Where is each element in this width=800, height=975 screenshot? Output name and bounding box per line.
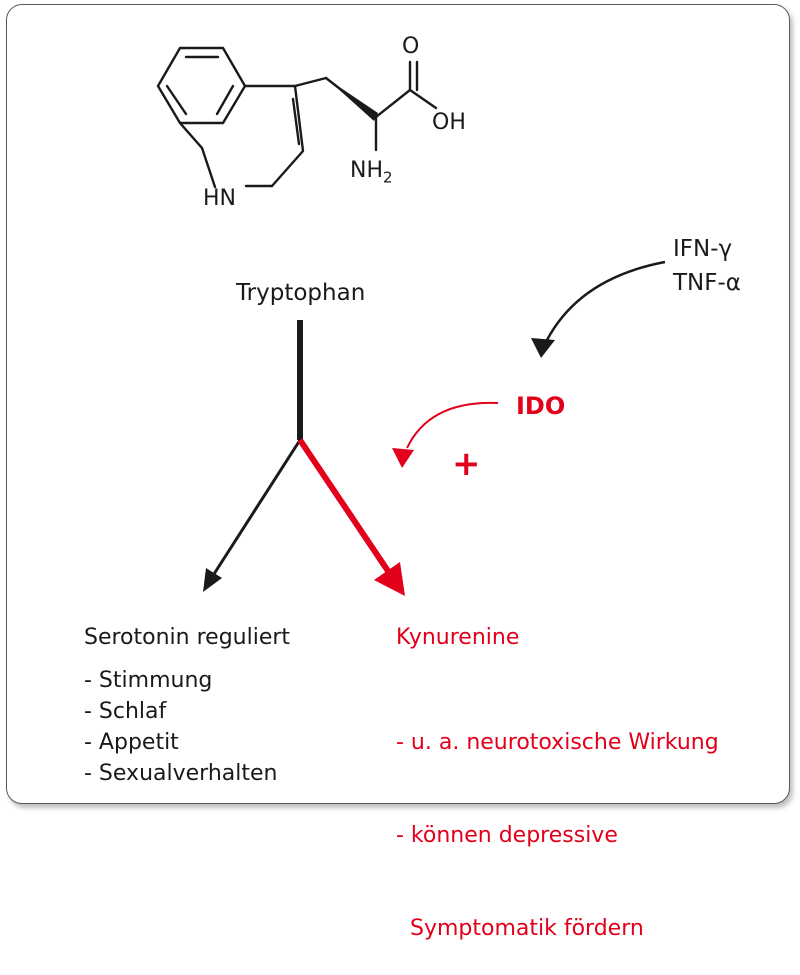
wedge-bond: [326, 78, 378, 121]
molecule-structure: [156, 46, 438, 189]
serotonin-effect-item: - Schlaf: [84, 699, 167, 724]
double-bond: [291, 97, 301, 146]
ido-arrowhead: [392, 448, 414, 468]
heterocycle: [243, 84, 305, 188]
diagram-canvas: [156, 46, 666, 596]
serotonin-arrowhead: [203, 568, 222, 592]
cytokine-ifn-label: IFN-γ: [673, 236, 733, 262]
serotonin-effect-item: - Stimmung: [84, 668, 213, 693]
cytokine-arrowhead: [531, 338, 555, 358]
amine-subscript: 2: [383, 168, 393, 187]
kynurenine-effect-item: - u. a. neurotoxische Wirkung: [396, 730, 719, 755]
side-chain-bond: [293, 76, 328, 88]
ring-bond: [200, 146, 217, 189]
diagram-frame: [6, 4, 790, 804]
kynurenine-heading: Kynurenine: [396, 625, 520, 650]
serotonin-heading: Serotonin reguliert: [84, 625, 291, 650]
carboxyl-bond: [374, 88, 412, 119]
amine-text: NH: [350, 158, 383, 183]
cytokine-arrow-curve: [545, 260, 666, 341]
kynurenine-arrow-line: [297, 438, 393, 576]
oxygen-label: O: [402, 34, 420, 59]
cytokine-tnf-label: TNF-α: [673, 270, 741, 296]
ido-enzyme-label: IDO: [516, 392, 566, 420]
serotonin-effect-item: - Sexualverhalten: [84, 761, 278, 786]
tryptophan-label: Tryptophan: [236, 280, 366, 306]
ring-bond: [178, 121, 204, 150]
serotonin-effect-item: - Appetit: [84, 730, 179, 755]
kynurenine-effects-list: - u. a. neurotoxische Wirkung - können d…: [396, 665, 719, 975]
hydroxyl-label: OH: [432, 110, 466, 135]
amine-label: NH2: [350, 158, 393, 186]
serotonin-effects-list: - Stimmung - Schlaf - Appetit - Sexualve…: [84, 665, 277, 789]
kynurenine-effect-item: Symptomatik fördern: [396, 916, 644, 941]
ring-nitrogen-label: HN: [203, 186, 236, 211]
ido-arrow-curve: [406, 401, 499, 449]
kynurenine-arrowhead: [374, 562, 405, 596]
double-bond: [165, 84, 188, 116]
hydroxyl-bond: [408, 88, 438, 110]
serotonin-arrow-line: [212, 439, 302, 575]
double-bond: [215, 84, 235, 116]
activation-plus-sign: +: [452, 444, 481, 484]
benzene-ring: [156, 46, 247, 125]
kynurenine-effect-item: - können depressive: [396, 823, 618, 848]
